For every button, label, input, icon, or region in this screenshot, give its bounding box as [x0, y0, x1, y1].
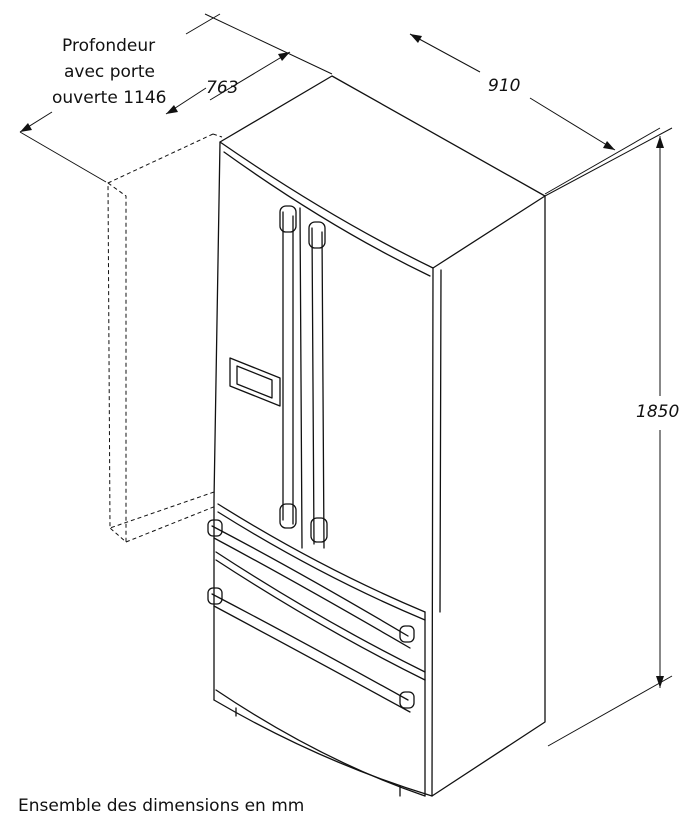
open-depth-label-line1: Profondeur	[62, 36, 156, 56]
footnote: Ensemble des dimensions en mm	[18, 796, 305, 816]
depth-dimension-line	[165, 51, 291, 115]
open-depth-label-line2: avec porte	[64, 62, 155, 82]
control-display	[229, 357, 281, 407]
door-handles	[279, 205, 328, 549]
open-depth-label-line3: ouverte 1146	[52, 88, 167, 108]
height-dimension-line	[544, 127, 673, 747]
fridge-body	[213, 75, 546, 797]
height-label: 1850	[636, 402, 680, 422]
depth-label: 763	[206, 78, 239, 98]
open-depth-dimension-line	[19, 13, 221, 183]
drawer-handles	[207, 519, 415, 713]
open-door-outline	[107, 133, 223, 544]
width-dimension-line	[204, 13, 661, 195]
width-label: 910	[488, 76, 521, 96]
